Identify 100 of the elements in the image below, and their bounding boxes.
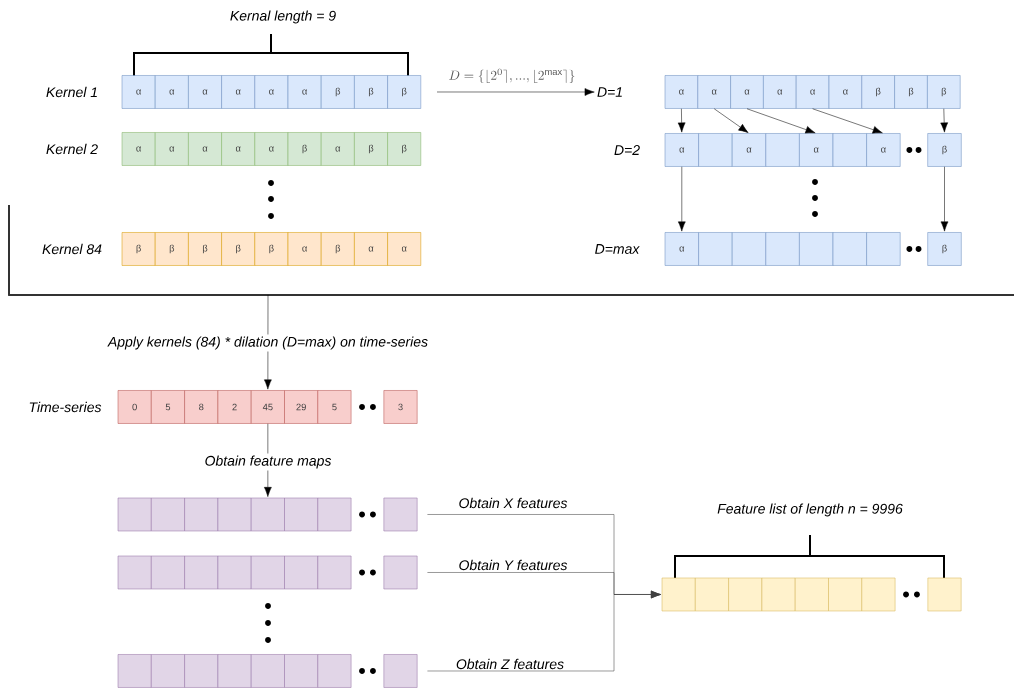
array-cell (151, 497, 185, 532)
array-cell: α (828, 75, 863, 109)
array-cell: α (121, 75, 156, 109)
array-cell (250, 555, 285, 590)
array-cell: β (894, 75, 928, 109)
array-cell (117, 555, 152, 590)
arrow (746, 108, 816, 134)
array-cell: α (221, 132, 256, 166)
array-cell: 29 (284, 390, 319, 424)
array-cell: α (763, 75, 797, 109)
row-label: D=max (595, 244, 640, 254)
edge-label: Obtain feature maps (202, 453, 334, 471)
row-label: D=1 (597, 87, 622, 97)
arrow (427, 590, 661, 672)
array-cell: β (861, 75, 895, 109)
array-cell: α (320, 132, 355, 166)
edge-label: Obtain X features (459, 497, 568, 509)
edge-label: $D = \{\lfloor 2^{0} \rceil, ..., \lfloor 2^{\max} \rceil\}$ (449, 68, 575, 84)
array-cell: α (254, 132, 289, 166)
array-cell: 0 (117, 390, 152, 424)
arrow (713, 108, 749, 133)
row-label: D=2 (614, 145, 640, 155)
array-cell: β (387, 75, 422, 109)
array-cell (184, 555, 219, 590)
array-cell: 5 (317, 390, 352, 424)
array-cell: β (221, 232, 256, 266)
arrow (264, 294, 272, 390)
array-cell (861, 577, 896, 612)
array-cell: β (354, 132, 388, 166)
arrow (940, 166, 949, 232)
array-cell: β (320, 75, 355, 109)
array-cell: α (664, 75, 699, 109)
array-cell (698, 232, 733, 266)
array-cell: 8 (184, 390, 219, 424)
array-cell: 45 (250, 390, 285, 424)
array-cell (866, 232, 901, 266)
arrow (677, 108, 686, 133)
row-label: Time-series (29, 401, 102, 413)
bracket-label: Kernal length = 9 (230, 10, 336, 24)
array-cell: β (320, 232, 355, 266)
array-cell (799, 232, 834, 266)
arrow (436, 88, 595, 96)
array-cell: α (121, 132, 156, 166)
array-cell (794, 577, 829, 612)
arrow (678, 166, 686, 232)
arrow (264, 423, 272, 497)
array-cell: 5 (151, 390, 185, 424)
array-cell (151, 654, 185, 688)
array-cell (117, 497, 152, 532)
array-cell: α (287, 75, 322, 109)
array-cell (765, 232, 800, 266)
edge-label: Apply kernels (84) * dilation (D=max) on time-series (105, 334, 431, 352)
array-cell (832, 232, 867, 266)
array-cell: α (188, 132, 222, 166)
array-cell (731, 232, 767, 266)
array-cell (317, 497, 352, 532)
array-cell (217, 497, 252, 532)
array-cell: β (927, 232, 962, 266)
array-cell: α (154, 75, 189, 109)
array-cell: β (927, 133, 962, 167)
array-cell: 2 (217, 390, 252, 424)
array-cell: β (188, 232, 222, 266)
array-cell (217, 555, 252, 590)
array-cell: α (795, 75, 830, 109)
array-cell (383, 555, 418, 590)
array-cell (284, 497, 319, 532)
array-cell (383, 654, 418, 688)
array-cell: α (731, 133, 767, 167)
array-cell: β (354, 75, 388, 109)
array-cell: β (254, 232, 289, 266)
array-cell (184, 497, 219, 532)
array-cell (765, 133, 800, 167)
array-cell (250, 654, 285, 688)
arrow (940, 108, 948, 133)
array-cell: β (287, 132, 322, 166)
array-cell: β (387, 132, 422, 166)
array-cell (317, 555, 352, 590)
edge-label: Obtain Z features (456, 658, 564, 670)
array-cell (927, 577, 962, 612)
array-cell: α (354, 232, 388, 266)
array-cell (117, 654, 152, 688)
edge-label: Obtain Y features (459, 559, 568, 571)
bracket-label: Feature list of length n = 9996 (717, 503, 903, 517)
array-cell: β (154, 232, 189, 266)
array-cell: α (188, 75, 222, 109)
row-label: Kernel 2 (46, 143, 98, 155)
array-cell (151, 555, 185, 590)
arrow (812, 108, 883, 134)
array-cell (284, 654, 319, 688)
array-cell (661, 577, 696, 612)
array-cell: α (664, 133, 699, 167)
array-cell: α (697, 75, 731, 109)
array-cell (698, 133, 733, 167)
array-cell: α (387, 232, 422, 266)
array-cell: β (121, 232, 156, 266)
array-cell (828, 577, 863, 612)
array-cell: α (154, 132, 189, 166)
array-cell: α (799, 133, 834, 167)
array-cell (217, 654, 252, 688)
array-cell (832, 133, 867, 167)
